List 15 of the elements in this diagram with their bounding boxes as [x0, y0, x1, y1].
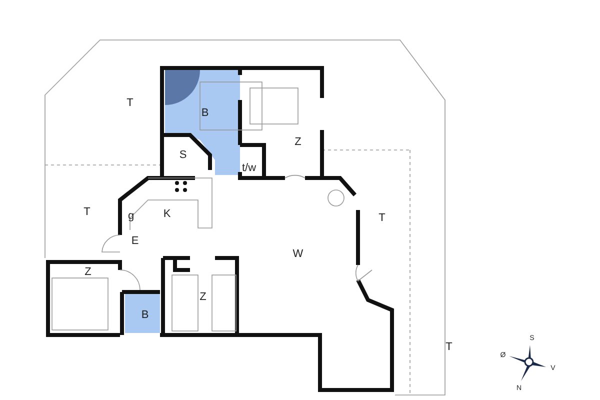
room-label: B [141, 309, 149, 321]
room-label: T [126, 97, 134, 109]
room-label: T [446, 341, 452, 353]
room-label: Z [84, 266, 92, 278]
room-label: t/w [242, 162, 256, 174]
room-label: S [179, 149, 187, 161]
room-label: B [201, 107, 209, 119]
room-label: K [163, 208, 171, 220]
room-label: Z [294, 136, 302, 148]
room-label: T [84, 206, 90, 218]
room-label: g [128, 210, 134, 222]
room-label: W [292, 248, 304, 260]
room-label: E [131, 235, 139, 247]
room-label: T [378, 212, 386, 224]
room-label: Z [200, 291, 206, 303]
